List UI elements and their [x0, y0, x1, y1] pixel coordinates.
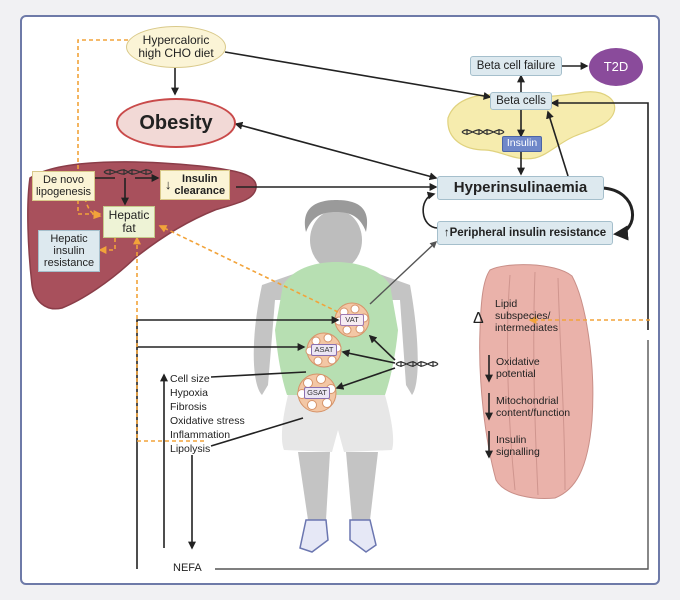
list-item: Inflammation: [170, 429, 231, 441]
gsat-label: GSAT: [304, 387, 330, 399]
beta-cell-failure-label: Beta cell failure: [476, 59, 556, 72]
nefa-label: NEFA: [173, 562, 202, 574]
list-item: Fibrosis: [170, 401, 207, 413]
diet-line2: high CHO diet: [138, 46, 214, 60]
lipid-flux-arrows: [77, 39, 650, 442]
peripheral-ir-label: ↑Peripheral insulin resistance: [443, 226, 607, 239]
human-body-figure: [253, 200, 418, 553]
beta-cell-failure-box: Beta cell failure: [470, 56, 562, 76]
muscle-mito-label: Mitochondrial content/function: [496, 395, 571, 420]
dna-icon: [461, 129, 505, 135]
dna-icon: [103, 169, 153, 175]
obesity-label: Obesity: [139, 112, 213, 134]
hir-line1: Hepatic: [50, 232, 88, 245]
hir-line2: insulin: [53, 244, 85, 257]
t2d-node: T2D: [589, 48, 643, 86]
insulin-box: Insulin: [502, 136, 542, 152]
t2d-label: T2D: [603, 58, 629, 74]
de-novo-lipogenesis-box: De novo lipogenesis: [32, 171, 95, 201]
dnl-line2: lipogenesis: [35, 186, 92, 198]
insulin-clearance-line2: clearance: [174, 185, 226, 197]
dna-icon: [395, 361, 439, 367]
adipose-changes-list: Cell size Hypoxia Fibrosis Oxidative str…: [170, 372, 245, 456]
vat-label: VAT: [340, 314, 364, 326]
hepatic-insulin-resistance-box: Hepatic insulin resistance: [38, 230, 100, 272]
insulin-clearance-line1: Insulin: [182, 172, 218, 185]
peripheral-ir-box: ↑Peripheral insulin resistance: [437, 221, 613, 245]
list-item: Hypoxia: [170, 387, 208, 399]
muscle-lipid-label: Lipid subspecies/ intermediates: [495, 298, 559, 335]
diet-line1: Hypercaloric: [142, 32, 210, 47]
hyperinsulinaemia-label: Hyperinsulinaemia: [453, 178, 588, 196]
list-item: Lipolysis: [170, 443, 211, 455]
list-item: Cell size: [170, 373, 210, 385]
list-item: Oxidative stress: [170, 415, 245, 427]
muscle-oxidative-label: Oxidative potential: [496, 356, 540, 381]
pathway-arrows: [74, 51, 649, 569]
insulin-clearance-box: ↓ Insulin clearance: [160, 170, 230, 200]
hyperinsulinaemia-box: Hyperinsulinaemia: [437, 176, 604, 200]
dnl-line1: De novo: [43, 173, 84, 186]
delta-symbol: Δ: [473, 310, 484, 327]
hepatic-fat-line2: fat: [122, 221, 136, 235]
hepatic-fat-line1: Hepatic: [108, 207, 150, 222]
insulin-label: Insulin: [506, 137, 538, 150]
down-arrow-icon: ↓: [164, 176, 172, 192]
asat-label: ASAT: [311, 344, 337, 356]
obesity-node: Obesity: [116, 98, 236, 148]
beta-cells-label: Beta cells: [496, 94, 546, 107]
beta-cells-box: Beta cells: [490, 92, 552, 110]
hir-line3: resistance: [43, 257, 95, 270]
muscle-insulin-signalling-label: Insulin signalling: [496, 434, 540, 459]
diet-node: Hypercaloric high CHO diet: [126, 26, 226, 68]
hepatic-fat-box: Hepatic fat: [103, 206, 155, 238]
